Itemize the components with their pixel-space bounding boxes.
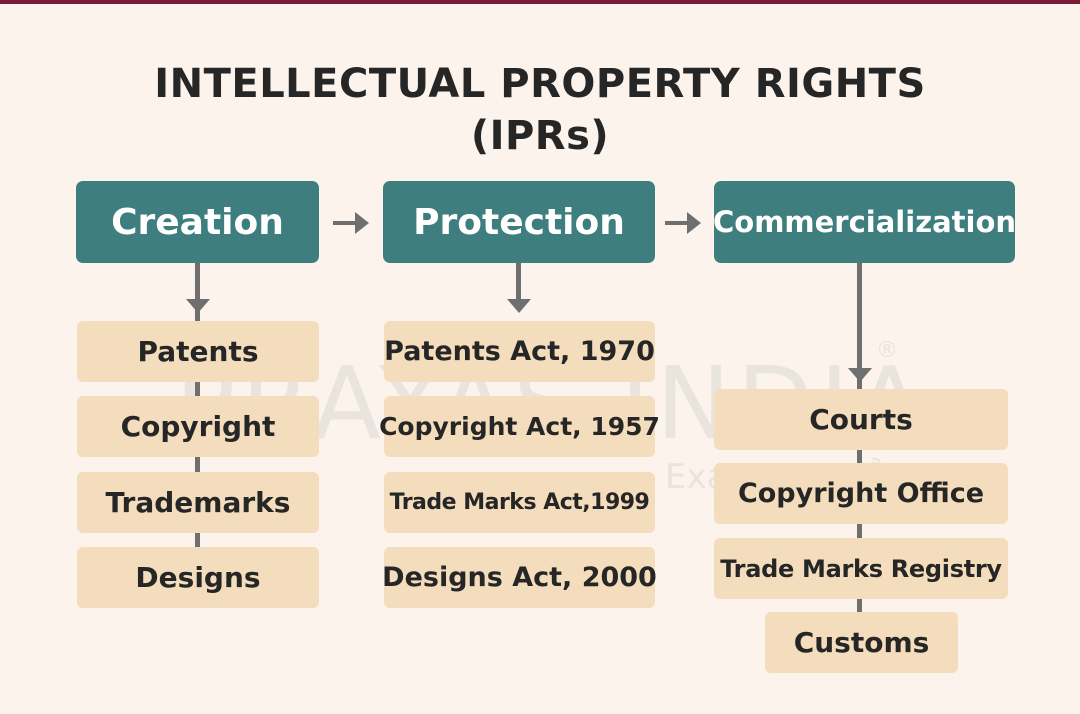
protection-vertical-connector bbox=[516, 262, 521, 302]
protection-item-trade-marks-act: Trade Marks Act,1999 bbox=[384, 472, 655, 533]
creation-item-copyright: Copyright bbox=[77, 396, 319, 457]
commercialization-header: Commercialization bbox=[713, 181, 1016, 263]
title-line-2: (IPRs) bbox=[470, 113, 610, 159]
protection-item-patents-act: Patents Act, 1970 bbox=[384, 321, 655, 382]
protection-item-copyright-act: Copyright Act, 1957 bbox=[379, 396, 660, 457]
creation-header: Creation bbox=[76, 181, 319, 263]
commercialization-item-courts: Courts bbox=[714, 389, 1008, 450]
protection-header: Protection bbox=[383, 181, 655, 263]
arrow-creation-protection-shaft bbox=[333, 221, 355, 225]
commercialization-item-copyright-office: Copyright Office bbox=[714, 463, 1008, 524]
creation-item-designs: Designs bbox=[77, 547, 319, 608]
arrow-creation-protection-head bbox=[355, 212, 369, 234]
commercialization-down-arrow bbox=[848, 368, 872, 382]
creation-item-trademarks: Trademarks bbox=[77, 472, 319, 533]
commercialization-item-trade-marks-registry: Trade Marks Registry bbox=[714, 538, 1008, 599]
title-line-1: INTELLECTUAL PROPERTY RIGHTS bbox=[154, 61, 926, 107]
arrow-protection-commercialization-shaft bbox=[665, 221, 687, 225]
creation-item-patents: Patents bbox=[77, 321, 319, 382]
arrow-protection-commercialization-head bbox=[687, 212, 701, 234]
protection-down-arrow bbox=[507, 299, 531, 313]
creation-down-arrow bbox=[186, 299, 210, 313]
watermark-registered: ® bbox=[876, 338, 898, 363]
protection-item-designs-act: Designs Act, 2000 bbox=[382, 547, 657, 608]
page-title: INTELLECTUAL PROPERTY RIGHTS (IPRs) bbox=[0, 58, 1080, 162]
commercialization-item-customs: Customs bbox=[765, 612, 958, 673]
top-accent-bar bbox=[0, 0, 1080, 4]
